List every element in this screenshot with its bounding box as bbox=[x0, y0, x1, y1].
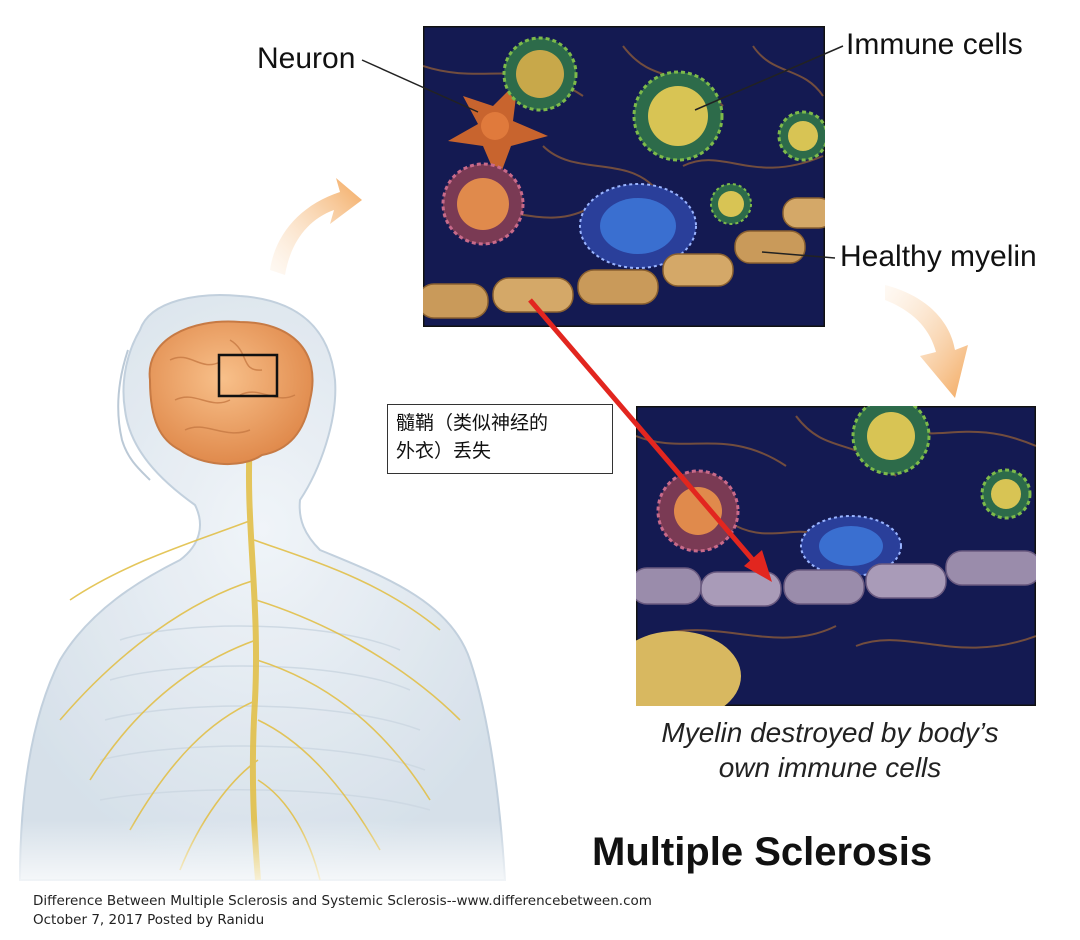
immune-cell-green-2 bbox=[632, 70, 724, 162]
neuron-leader-line bbox=[361, 59, 479, 113]
immune-cell-pink-damaged bbox=[656, 469, 740, 553]
footer-line-1: Difference Between Multiple Sclerosis an… bbox=[33, 893, 652, 909]
orange-arrow-up bbox=[270, 178, 362, 275]
caption-line-1: Myelin destroyed by body’s bbox=[661, 717, 999, 748]
myelin-loss-annotation: 髓鞘（类似神经的 外衣）丢失 bbox=[387, 404, 613, 474]
damaged-nerve-panel bbox=[636, 406, 1036, 706]
immune-cell-green-top bbox=[851, 406, 931, 476]
annotation-line-1: 髓鞘（类似神经的 bbox=[396, 412, 549, 434]
immune-cell-green-4 bbox=[710, 183, 752, 225]
neuron-cell bbox=[448, 81, 548, 181]
healthy-myelin-axon bbox=[423, 197, 825, 319]
body-silhouette bbox=[18, 294, 507, 881]
cell-body-bottom-left bbox=[636, 631, 741, 706]
footer-line-2: October 7, 2017 Posted by Ranidu bbox=[33, 912, 265, 928]
brain bbox=[148, 320, 314, 466]
red-pointer-arrow bbox=[528, 298, 772, 582]
label-healthy-myelin: Healthy myelin bbox=[840, 240, 1037, 273]
nerve-network bbox=[59, 439, 461, 881]
immune-cell-pink bbox=[441, 162, 525, 246]
damaged-myelin-caption: Myelin destroyed by body’s own immune ce… bbox=[620, 715, 1040, 785]
damaged-myelin-axon bbox=[636, 550, 1036, 607]
immune-cell-blue-damaged bbox=[800, 515, 902, 577]
annotation-line-2: 外衣）丢失 bbox=[396, 440, 492, 462]
immune-cell-green-1 bbox=[502, 36, 578, 112]
immune-cell-green-right bbox=[980, 468, 1032, 520]
source-footer: Difference Between Multiple Sclerosis an… bbox=[33, 892, 652, 930]
brain-focus-box bbox=[217, 353, 279, 398]
immune-cell-blue bbox=[579, 183, 697, 269]
diagram-title: Multiple Sclerosis bbox=[592, 830, 933, 874]
orange-arrow-down bbox=[885, 285, 968, 398]
healthy-nerve-panel bbox=[423, 26, 825, 327]
caption-line-2: own immune cells bbox=[718, 752, 942, 783]
label-neuron: Neuron bbox=[257, 42, 356, 75]
label-immune-cells: Immune cells bbox=[846, 28, 1023, 61]
healthy-myelin-leader-line bbox=[761, 251, 836, 259]
immune-cells-leader-line bbox=[694, 45, 844, 111]
immune-cell-green-3 bbox=[777, 110, 825, 162]
